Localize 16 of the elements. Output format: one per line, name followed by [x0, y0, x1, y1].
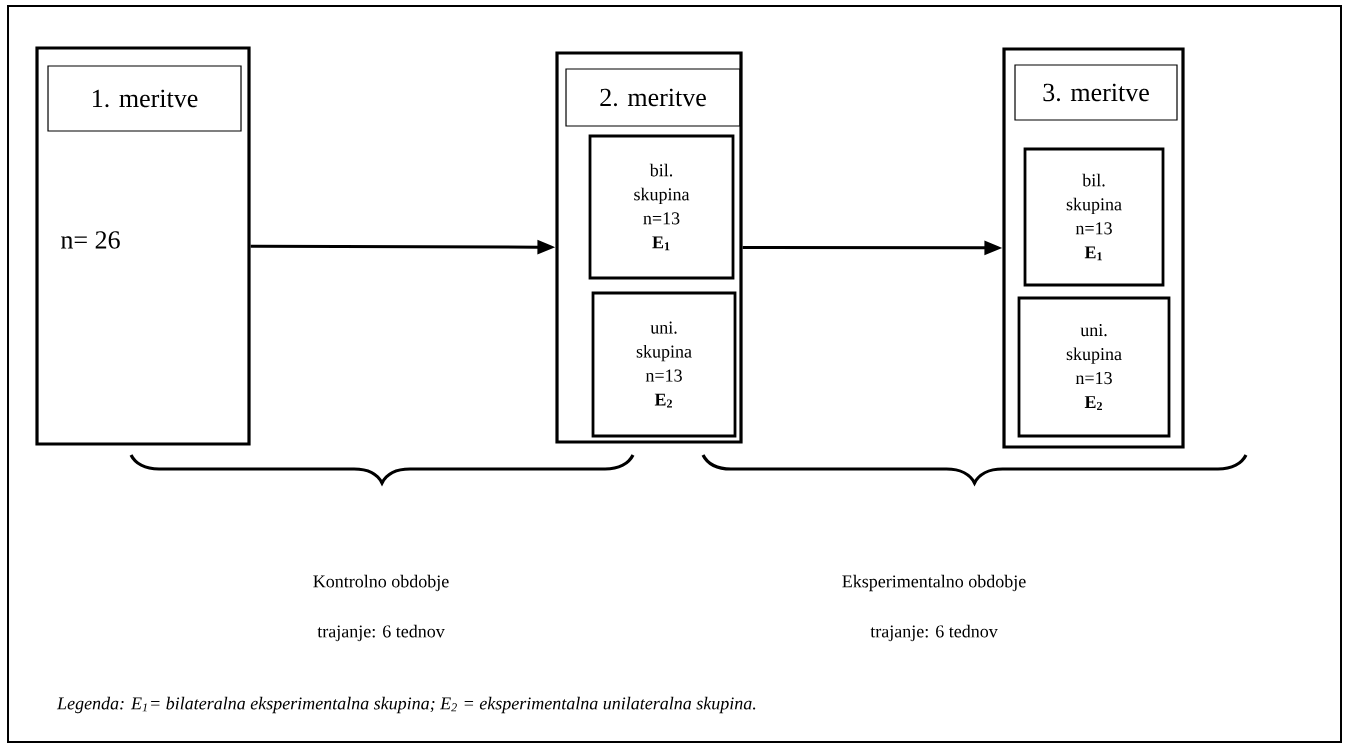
measurement-box: [1002, 47, 1185, 449]
period-label: Kontrolno obdobje: [313, 574, 449, 592]
period-label: trajanje: 6 tednov: [870, 624, 998, 642]
group-box: bil. skupina n=13 E$_{1}$: [588, 134, 735, 280]
period-label: Eksperimentalno obdobje: [842, 574, 1026, 592]
group-box: uni. skupina n=13 E$_{2}$: [591, 291, 737, 438]
header-box: 1. meritve: [47, 65, 242, 132]
group-box: bil. skupina n=13 E$_{1}$: [1023, 147, 1165, 287]
measurement-box: [35, 46, 251, 446]
caption: Legenda: E$_{1}$= bilateralna eksperimentalna skupina; E$_{2}$ = eksperimentalna unilateralna skupina.: [56, 696, 756, 714]
sample-size: n= 26: [61, 231, 120, 249]
header-box: 3. meritve: [1014, 64, 1178, 121]
measurement-box: [555, 51, 743, 444]
header-box: 2. meritve: [565, 68, 741, 127]
group-box: uni. skupina n=13 E$_{2}$: [1017, 296, 1171, 438]
period-label: trajanje: 6 tednov: [317, 624, 445, 642]
